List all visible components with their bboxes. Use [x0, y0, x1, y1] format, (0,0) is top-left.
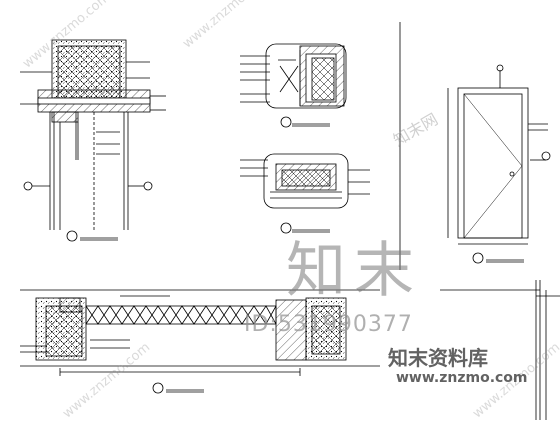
watermark-brand: 知末资料库 — [388, 346, 488, 370]
watermark-big: 知末 — [286, 236, 422, 306]
watermark-url: www.znzmo.com — [396, 370, 528, 386]
watermark-id: ID:531990377 — [244, 312, 413, 337]
horizontal-section-detail — [20, 289, 380, 394]
top-profile-detail — [240, 43, 347, 128]
vertical-section-detail — [20, 39, 166, 242]
mid-profile-detail — [240, 153, 370, 234]
door-elevation — [399, 22, 551, 270]
right-border — [440, 280, 560, 420]
